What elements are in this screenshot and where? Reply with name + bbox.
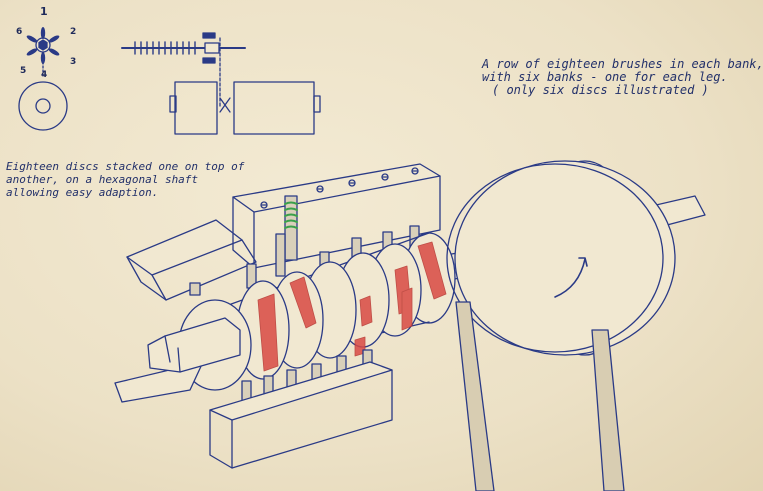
shaft-brush-detail: [121, 32, 246, 109]
note-brush-banks: A row of eighteen brushes in each bank, …: [482, 58, 763, 97]
note-brush-banks-line2: with six banks - one for each leg.: [482, 70, 728, 84]
hex-label-3: 3: [70, 57, 77, 67]
hex-label-4: 4: [41, 70, 48, 80]
hex-label-2: 2: [70, 27, 77, 37]
box-pair-detail: [169, 81, 321, 135]
note-disc-stack-line3: allowing easy adaption.: [6, 186, 159, 199]
hex-label-5: 5: [20, 66, 27, 76]
lower-brush-block: [209, 349, 393, 469]
disc-detail: [18, 81, 68, 131]
note-disc-stack-line1: Eighteen discs stacked one on top of: [6, 160, 245, 173]
hex-label-1: 1: [40, 5, 48, 18]
hex-label-6: 6: [16, 27, 23, 37]
note-brush-banks-line3: ( only six discs illustrated ): [492, 83, 709, 97]
note-disc-stack-line2: another, on a hexagonal shaft: [6, 173, 199, 186]
note-brush-banks-line1: A row of eighteen brushes in each bank,: [482, 57, 763, 71]
drive-belt: [455, 301, 625, 491]
hex-shaft-star-detail: [26, 27, 60, 79]
note-disc-stack: Eighteen discs stacked one on top of ano…: [6, 160, 244, 199]
pulley-wheel: [446, 160, 676, 356]
hex-shaft-left: [114, 317, 241, 403]
upper-brush-bar: [126, 219, 257, 301]
